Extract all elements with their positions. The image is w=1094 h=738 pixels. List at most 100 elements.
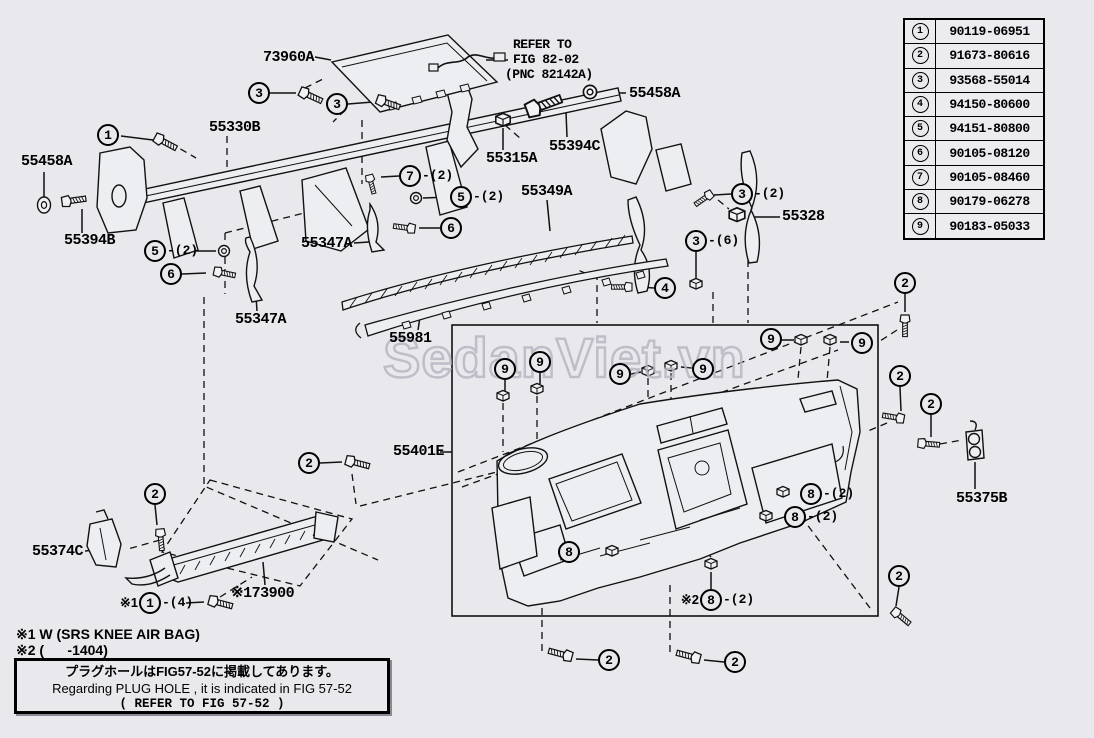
refer-note-line1: REFER TO (513, 37, 572, 52)
part-label-73960A: 73960A (263, 49, 315, 66)
callout-2: 2 (889, 365, 911, 387)
note-refer: ( REFER TO FIG 57-52 ) (119, 697, 285, 711)
callout-2: 2 (888, 565, 910, 587)
callout-8: 8 (558, 541, 580, 563)
footnote-2: ※2 ( -1404) (16, 642, 108, 658)
table-row: 3 93568-55014 (905, 68, 1043, 93)
bolt-icon (151, 131, 180, 154)
callout-9: 9 (692, 358, 714, 380)
part-label-55375B: 55375B (956, 490, 1008, 507)
callout-9: 9 (494, 358, 516, 380)
part-label-55374C: 55374C (32, 543, 84, 560)
bolt-icon (692, 188, 716, 210)
refer-note-line2: FIG 82-02 (513, 52, 579, 67)
callout-2: 2 (724, 651, 746, 673)
table-row: 7 90105-08460 (905, 165, 1043, 191)
part-number: 90105-08120 (949, 145, 1030, 161)
nut-icon (409, 191, 423, 205)
nut-icon (582, 84, 598, 100)
bolt-icon (916, 437, 941, 451)
row-number-badge: 5 (911, 120, 929, 138)
clip-icon (689, 277, 703, 290)
clip-icon (605, 544, 619, 557)
callout-8: 8-(2) (784, 506, 838, 528)
clip-icon (823, 333, 837, 346)
clip-icon (776, 485, 790, 498)
bolt-icon (899, 314, 911, 338)
defroster-nozzle-55981 (355, 258, 669, 339)
clip-icon (704, 557, 718, 570)
part-number: 90105-08460 (949, 169, 1030, 185)
bracket-55374C (86, 509, 122, 568)
part-label-55347A-mid: 55347A (301, 235, 353, 252)
plug-hole-note-box: プラグホールはFIG57-52に掲載してあります。 Regarding PLUG… (14, 658, 390, 714)
part-label-55394B: 55394B (64, 232, 116, 249)
part-label-55401E: 55401E (393, 443, 445, 460)
defroster-garnish-55349A (341, 234, 634, 311)
part-number: 93568-55014 (949, 72, 1030, 88)
table-row: 2 91673-80616 (905, 44, 1043, 69)
callout-9: 9 (760, 328, 782, 350)
bolt-icon (889, 605, 914, 629)
table-row: 8 90179-06278 (905, 190, 1043, 215)
clip-icon (496, 389, 510, 402)
callout-4: 4 (654, 277, 676, 299)
callout-3: 3 (326, 93, 348, 115)
bolt-icon (297, 85, 325, 107)
callout-9: 9 (851, 332, 873, 354)
bolt-icon (343, 454, 372, 473)
watermark: SedanViet.vn (382, 326, 746, 389)
row-number-badge: 6 (911, 144, 929, 162)
part-number: 94151-80800 (949, 121, 1030, 137)
callout-1: 1 (97, 124, 119, 146)
part-number: 91673-80616 (949, 48, 1030, 64)
row-number-badge: 9 (911, 217, 929, 235)
table-row: 5 94151-80800 (905, 117, 1043, 142)
clip-icon (495, 112, 511, 127)
row-number-badge: 7 (911, 168, 929, 186)
instrument-panel-body (491, 379, 861, 607)
part-label-55349A: 55349A (521, 183, 573, 200)
row-number-badge: 2 (911, 47, 929, 65)
callout-9: 9 (529, 351, 551, 373)
callout-3: 3-(6) (685, 230, 739, 252)
part-label-55458A: 55458A (629, 85, 681, 102)
callout-5: 5-(2) (144, 240, 198, 262)
table-row: 6 90105-08120 (905, 141, 1043, 166)
callout-2: 2 (298, 452, 320, 474)
part-label-55315A: 55315A (486, 150, 538, 167)
bolt-icon (364, 173, 379, 196)
callout-5: 5-(2) (450, 186, 504, 208)
row-number-badge: 3 (911, 71, 929, 89)
note-english: Regarding PLUG HOLE , it is indicated in… (52, 681, 352, 696)
knee-airbag-assembly (124, 511, 339, 587)
part-label-55458A-left: 55458A (21, 153, 73, 170)
part-number: 90179-06278 (949, 194, 1030, 210)
washer-icon (36, 196, 52, 214)
callout-6: 6 (440, 217, 462, 239)
refer-note-line3: (PNC 82142A) (505, 67, 593, 82)
note-japanese: プラグホールはFIG57-52に掲載してあります。 (65, 664, 339, 679)
bolt-icon (674, 646, 703, 665)
row-number-badge: 8 (911, 193, 929, 211)
bolt-icon (611, 281, 633, 293)
footnote-1: ※1 W (SRS KNEE AIR BAG) (16, 626, 200, 642)
row-number-badge: 1 (911, 23, 929, 41)
part-number: 90119-06951 (949, 24, 1030, 40)
part-label-55330B: 55330B (209, 119, 261, 136)
harness-squib-wire (428, 52, 506, 72)
callout-6: 6 (160, 263, 182, 285)
bolt-icon (546, 644, 575, 663)
callout-3: 3-(2) (731, 183, 785, 205)
part-label-55328: 55328 (782, 208, 825, 225)
bolt-icon (881, 409, 906, 425)
part-label-173900: ※173900 (231, 585, 295, 602)
callout-3: 3 (248, 82, 270, 104)
callout-2: 2 (144, 483, 166, 505)
